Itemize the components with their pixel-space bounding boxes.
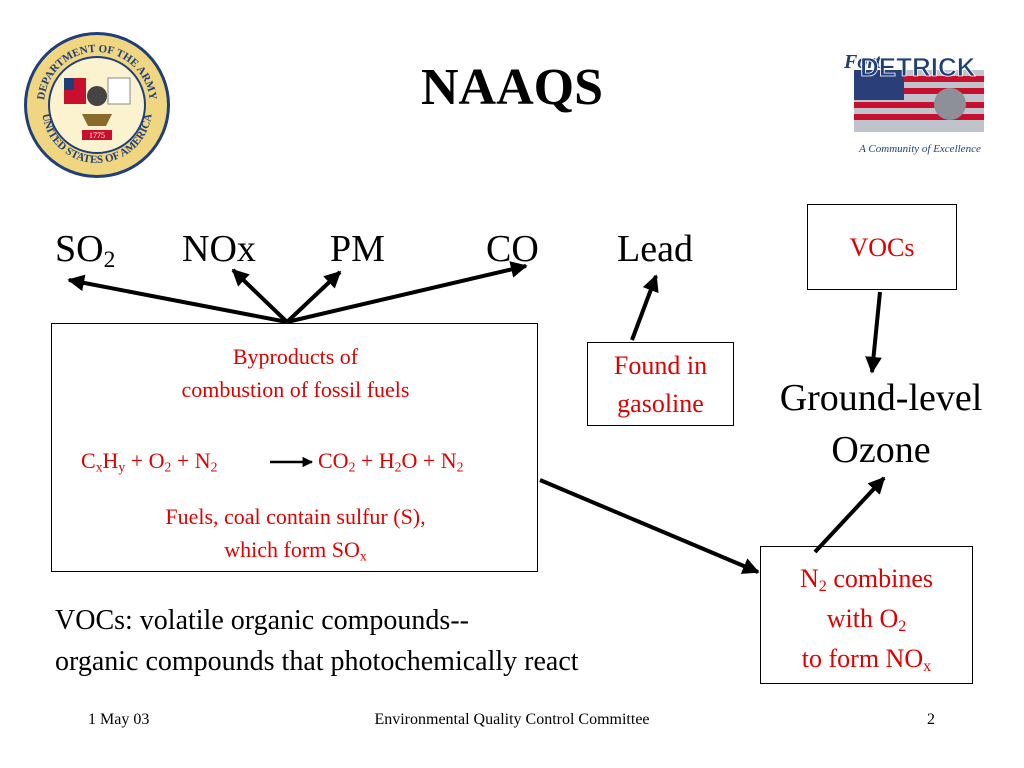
fuels-line2-text: which form SO xyxy=(224,537,360,562)
arrow-vocs-to-ozone xyxy=(865,291,882,374)
eq-lhs-part-2: H xyxy=(102,448,119,473)
vocs-box: VOCs xyxy=(807,204,957,290)
detrick-fort-text: Fort xyxy=(843,51,882,73)
vocs-def-line2: organic compounds that photochemically r… xyxy=(55,646,579,677)
slide-title: NAAQS xyxy=(420,59,604,116)
vocs-def-line1: VOCs: volatile organic compounds-- xyxy=(55,605,469,636)
arrow-to-pm xyxy=(285,270,342,324)
equation-rhs: CO2 + H2O + N2 xyxy=(318,448,463,474)
combustion-box: Byproducts of combustion of fossil fuels… xyxy=(51,323,538,572)
n2-line2: with O2 xyxy=(761,599,972,639)
fuels-line2: which form SOx xyxy=(52,537,539,563)
arrow-to-nox xyxy=(231,268,289,324)
footer-page-number: 2 xyxy=(927,711,935,728)
ground-level-ozone: Ground-level Ozone xyxy=(755,372,1007,476)
pollutant-lead: Lead xyxy=(617,228,693,270)
eq-lhs-part-4: + O xyxy=(125,448,165,473)
eq-lhs-part-5: 2 xyxy=(164,459,172,475)
n2-line1: N2 combines xyxy=(761,559,972,599)
eq-rhs-part-3: 2 xyxy=(394,459,402,475)
eq-rhs-part-5: 2 xyxy=(456,459,464,475)
found-line2: gasoline xyxy=(617,389,704,418)
n2-combines: combines xyxy=(826,564,933,593)
footer-committee: Environmental Quality Control Committee xyxy=(374,711,650,728)
army-seal-logo: DEPARTMENT OF THE ARMY UNITED STATES OF … xyxy=(22,30,172,180)
n2-with-sub: 2 xyxy=(898,618,907,636)
found-line1: Found in xyxy=(613,351,708,380)
n2-with: with O xyxy=(826,604,899,633)
eq-rhs-part-2: + H xyxy=(355,448,395,473)
footer-date: 1 May 03 xyxy=(88,711,150,728)
so2-sub: 2 xyxy=(103,246,116,273)
eq-lhs-part-3: y xyxy=(118,459,126,475)
fuels-line1: Fuels, coal contain sulfur (S), xyxy=(165,504,426,529)
so2-main: SO xyxy=(55,228,104,270)
vocs-box-label: VOCs xyxy=(849,233,915,262)
n2-line3: to form NOx xyxy=(761,639,972,679)
equation-lhs: CxHy + O2 + N2 xyxy=(81,448,217,474)
combustion-line2: combustion of fossil fuels xyxy=(181,377,410,402)
n2-combines-box: N2 combines with O2 to form NOx xyxy=(760,546,973,684)
arrow-combustion-to-n2 xyxy=(539,478,760,574)
seal-year: 1775 xyxy=(89,131,105,140)
eq-lhs-part-0: C xyxy=(81,448,96,473)
detrick-tagline: A Community of Excellence xyxy=(858,143,981,155)
pollutant-nox: NOx xyxy=(182,228,256,270)
eq-lhs-part-1: x xyxy=(95,459,103,475)
ozone-line1: Ground-level xyxy=(779,377,983,419)
eq-rhs-part-1: 2 xyxy=(348,459,356,475)
arrow-to-lead xyxy=(630,274,659,341)
eq-lhs-part-7: 2 xyxy=(210,459,218,475)
detrick-name-text: DETRICK xyxy=(860,52,976,82)
combustion-line1: Byproducts of xyxy=(232,344,359,369)
n2-n: N xyxy=(800,564,819,593)
eq-lhs-part-6: + N xyxy=(171,448,211,473)
fuels-line2-sub: x xyxy=(359,548,367,564)
eq-rhs-part-0: CO xyxy=(318,448,349,473)
arrow-to-co xyxy=(286,261,528,324)
ozone-line2: Ozone xyxy=(831,429,931,471)
n2-n-sub: 2 xyxy=(818,578,827,596)
fort-detrick-logo: Fort DETRICK A Community of Excellence xyxy=(840,42,1000,157)
pollutant-pm: PM xyxy=(330,228,385,270)
n2-form: to form NO xyxy=(801,644,924,673)
eq-rhs-part-4: O + N xyxy=(401,448,457,473)
found-in-gasoline-box: Found in gasoline xyxy=(587,342,734,426)
n2-form-sub: x xyxy=(923,658,932,676)
arrow-to-so2 xyxy=(67,274,288,324)
pollutant-so2: SO2 xyxy=(55,228,115,272)
arrow-n2-to-ozone xyxy=(813,476,886,554)
vocs-definition: VOCs: volatile organic compounds-- organ… xyxy=(55,600,579,682)
